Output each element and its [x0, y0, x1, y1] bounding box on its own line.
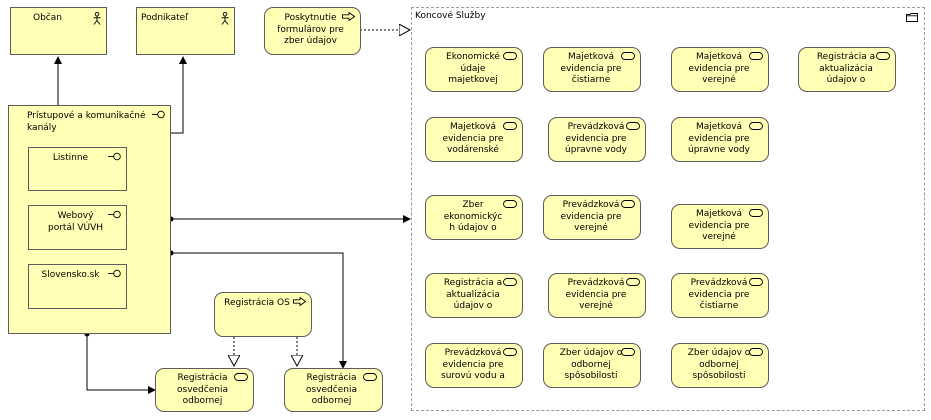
interface-icon [108, 152, 121, 161]
service-label: Zber údajov o odbornej spôsobilosti [687, 348, 751, 381]
service-icon [749, 278, 763, 286]
channel-webovy-portal[interactable]: Webový portál VÚVH [28, 205, 127, 250]
service-icon [503, 52, 517, 60]
service-label: Registrácia osvedčenia odbornej [306, 373, 357, 406]
service-s9[interactable]: Prevádzková evidencia pre verejné [543, 195, 641, 240]
service-label: Prevádzková evidencia pre čistiarne [688, 278, 750, 311]
folder-icon [906, 13, 918, 22]
service-s2[interactable]: Majetková evidencia pre čistiarne [543, 47, 641, 92]
service-s11[interactable]: Registrácia a aktualizácia údajov o [425, 273, 523, 318]
service-s6[interactable]: Prevádzková evidencia pre úpravne vody [548, 117, 646, 162]
service-reg-osv-1[interactable]: Registrácia osvedčenia odbornej [155, 368, 254, 412]
service-icon [503, 348, 517, 356]
service-icon [626, 122, 640, 130]
process-label: Poskytnutie formulárov pre zber údajov [277, 13, 344, 46]
service-icon [621, 200, 635, 208]
link-channels-reg-osv-2 [171, 252, 347, 369]
service-s8[interactable]: Zber ekonomickýc h údajov o [425, 195, 523, 240]
actor-icon [93, 12, 101, 25]
actor-label: Podnikateľ [141, 13, 189, 23]
service-s15[interactable]: Zber údajov o odbornej spôsobilosti [543, 343, 641, 388]
service-icon [363, 373, 377, 381]
service-icon [749, 52, 763, 60]
link-channels-reg-osv-1 [86, 334, 156, 394]
service-s1[interactable]: Ekonomické údaje majetkovej [425, 47, 523, 92]
actor-icon [221, 12, 229, 25]
service-label: Registrácia a aktualizácia údajov o [816, 52, 876, 85]
service-label: Majetková evidencia pre vodárenské [442, 122, 504, 155]
service-icon [621, 52, 635, 60]
process-arrow-icon [293, 297, 306, 306]
service-reg-osv-2[interactable]: Registrácia osvedčenia odbornej [284, 368, 383, 412]
channel-label: Listinne [52, 153, 89, 163]
process-arrow-icon [342, 12, 355, 21]
service-label: Prevádzková evidencia pre surovú vodu a [441, 348, 505, 381]
service-icon [234, 373, 248, 381]
process-poskytnutie[interactable]: Poskytnutie formulárov pre zber údajov [264, 7, 361, 55]
channel-label: Slovensko.sk [41, 270, 100, 280]
interface-icon [152, 110, 165, 119]
service-icon [626, 278, 640, 286]
service-s13[interactable]: Prevádzková evidencia pre čistiarne [671, 273, 769, 318]
service-icon [621, 348, 635, 356]
service-label: Ekonomické údaje majetkovej [446, 52, 500, 85]
channel-label: Webový portál VÚVH [48, 211, 103, 233]
service-label: Majetková evidencia pre verejné [688, 52, 750, 85]
service-label: Prevádzková evidencia pre úpravne vody [565, 122, 627, 155]
service-s12[interactable]: Prevádzková evidencia pre verejné [548, 273, 646, 318]
group-koncove-sluzby[interactable]: Koncové Služby [411, 7, 925, 411]
service-label: Zber údajov o odbornej spôsobilosti [559, 348, 623, 381]
service-label: Prevádzková evidencia pre verejné [565, 278, 627, 311]
service-label: Majetková evidencia pre verejné [688, 209, 750, 242]
service-s5[interactable]: Majetková evidencia pre vodárenské [425, 117, 523, 162]
group-title: Koncové Služby [415, 11, 486, 21]
service-label: Majetková evidencia pre úpravne vody [688, 122, 750, 155]
interface-icon [108, 269, 121, 278]
service-s7[interactable]: Majetková evidencia pre úpravne vody [671, 117, 769, 162]
service-icon [503, 278, 517, 286]
actor-podnikatel[interactable]: Podnikateľ [136, 7, 235, 55]
service-icon [503, 122, 517, 130]
service-icon [749, 122, 763, 130]
service-icon [876, 52, 890, 60]
service-s10[interactable]: Majetková evidencia pre verejné [671, 204, 769, 249]
service-s4[interactable]: Registrácia a aktualizácia údajov o [798, 47, 896, 92]
channels-label: Prístupové a komunikačné kanály [27, 111, 146, 133]
service-label: Registrácia osvedčenia odbornej [177, 373, 228, 406]
channel-slovensko-sk[interactable]: Slovensko.sk [28, 264, 127, 309]
channel-listinne[interactable]: Listinne [28, 147, 127, 191]
service-s3[interactable]: Majetková evidencia pre verejné [671, 47, 769, 92]
service-label: Prevádzková evidencia pre verejné [560, 200, 622, 233]
service-s14[interactable]: Prevádzková evidencia pre surovú vodu a [425, 343, 523, 388]
actor-label: Občan [33, 13, 62, 23]
channels-container[interactable]: Prístupové a komunikačné kanály Listinne… [8, 105, 171, 334]
service-label: Majetková evidencia pre čistiarne [560, 52, 622, 85]
service-s16[interactable]: Zber údajov o odbornej spôsobilosti [671, 343, 769, 388]
actor-obcan[interactable]: Občan [10, 7, 107, 55]
process-label: Registrácia OS [224, 298, 290, 308]
service-icon [503, 200, 517, 208]
service-icon [749, 348, 763, 356]
service-label: Zber ekonomickýc h údajov o [443, 200, 503, 233]
service-label: Registrácia a aktualizácia údajov o [443, 278, 503, 311]
service-icon [749, 209, 763, 217]
interface-icon [108, 210, 121, 219]
process-registracia-os[interactable]: Registrácia OS [214, 292, 312, 337]
